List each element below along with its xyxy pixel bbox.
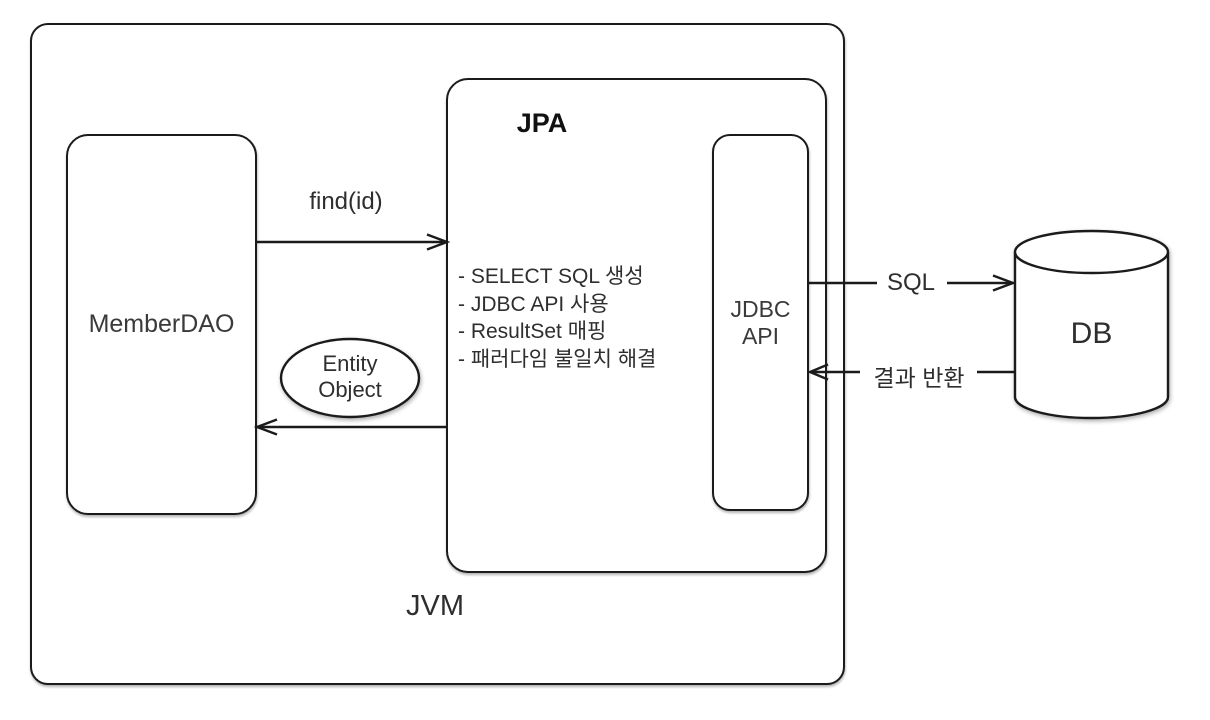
jpa-feature-list: - SELECT SQL 생성 - JDBC API 사용 - ResultSe… — [458, 263, 656, 373]
memberdao-box: MemberDAO — [66, 134, 257, 515]
jdbc-api-label-line2: API — [741, 322, 780, 349]
jpa-feature-item: - SELECT SQL 생성 — [458, 265, 644, 288]
entity-object-label: Entity Object — [281, 351, 419, 403]
jpa-feature-item: - ResultSet 매핑 — [458, 320, 607, 343]
jvm-label: JVM — [406, 590, 464, 622]
memberdao-label: MemberDAO — [88, 310, 235, 338]
jpa-feature-item: - JDBC API 사용 — [458, 292, 609, 316]
result-return-label: 결과 반환 — [873, 365, 965, 391]
jpa-feature-item: - 패러다임 불일치 해결 — [458, 347, 657, 371]
entity-object-label-line1: Entity — [322, 351, 378, 376]
jdbc-api-label: JDBC API — [730, 296, 790, 350]
find-id-label: find(id) — [309, 188, 383, 215]
sql-label: SQL — [886, 269, 936, 296]
jdbc-api-box: JDBC API — [712, 134, 809, 511]
jdbc-api-label-line1: JDBC — [730, 295, 791, 322]
db-label: DB — [1070, 317, 1113, 350]
entity-object-label-line2: Object — [318, 377, 382, 402]
jpa-title: JPA — [516, 108, 568, 138]
